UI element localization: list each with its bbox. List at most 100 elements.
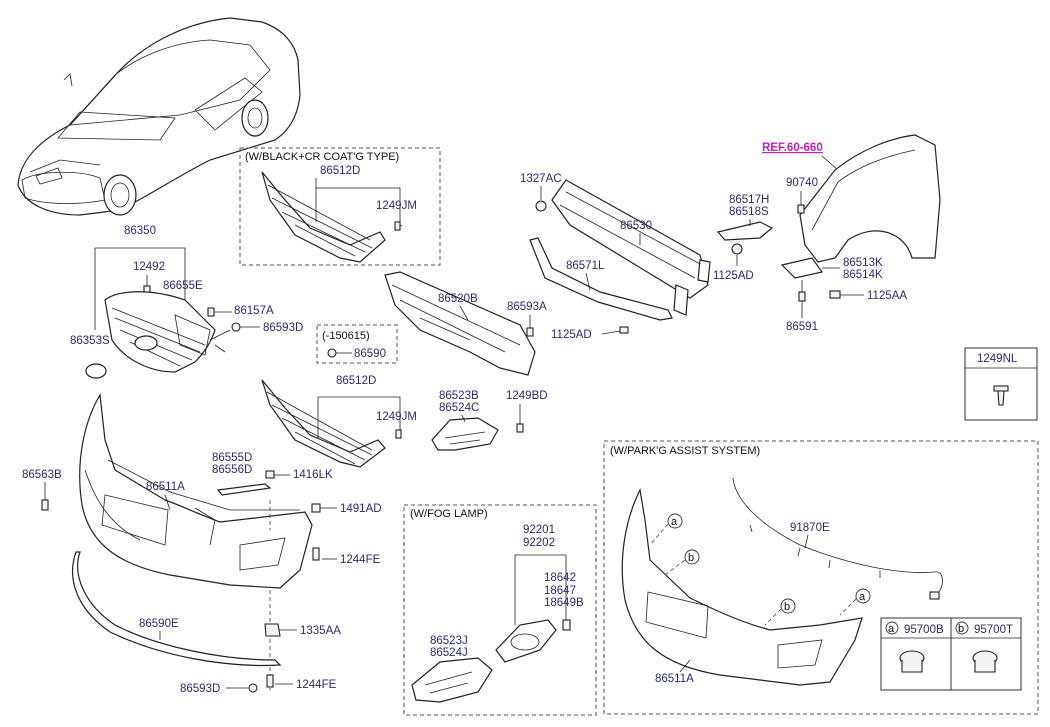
clip-icon: [265, 470, 275, 479]
sensor-b-letter: b: [958, 623, 964, 635]
grille-mesh-lower: [261, 379, 386, 468]
parking-sensor-wiring: [732, 477, 943, 600]
label-1125AD-upper: 1125AD: [713, 270, 754, 282]
rear-bumper-with-sensors: [621, 488, 863, 686]
screw-icon: [798, 291, 806, 302]
label-86556D: 86556D: [212, 464, 252, 476]
side-bracket: [716, 221, 774, 241]
label-86590E: 86590E: [139, 618, 179, 630]
label-1491AD: 1491AD: [340, 503, 382, 515]
bumper-energy-absorber: [384, 271, 536, 376]
box-fog-lamp-title: (W/FOG LAMP): [410, 508, 488, 520]
label-1249JM-lower: 1249JM: [376, 411, 417, 423]
ref-60-660-link[interactable]: REF.60-660: [762, 142, 823, 154]
label-86157A: 86157A: [234, 305, 274, 317]
fog-lamp: [495, 619, 557, 663]
label-86590: 86590: [354, 348, 386, 360]
label-86514K: 86514K: [843, 269, 883, 281]
screw-icon: [993, 385, 1009, 406]
label-1125AD-lower: 1125AD: [551, 329, 592, 341]
label-18642: 18642: [544, 572, 576, 584]
label-86555D: 86555D: [212, 452, 252, 464]
bulb-icon: [562, 619, 571, 631]
front-bumper-beam: [551, 179, 711, 316]
screw-icon: [395, 429, 402, 439]
callout-b-top-letter: b: [688, 552, 694, 564]
label-86350: 86350: [124, 225, 156, 237]
screw-icon: [266, 674, 274, 688]
box-black-cr-coating: [239, 147, 441, 266]
front-bumper-cover: [79, 393, 313, 589]
callout-a-bottom: [855, 588, 871, 604]
label-86593D-lower: 86593D: [180, 683, 220, 695]
radiator-grille: [104, 291, 216, 373]
label-1416LK: 1416LK: [293, 469, 333, 481]
box-black-cr-title: (W/BLACK+CR COAT'G TYPE): [245, 151, 399, 163]
box-fog-lamp: [403, 504, 597, 716]
clip-icon: [231, 322, 241, 332]
screw-icon: [394, 221, 401, 231]
parking-sensor-icon: [899, 650, 925, 673]
label-91870E: 91870E: [790, 522, 830, 534]
parking-sensor-icon: [972, 650, 998, 673]
label-86513K: 86513K: [843, 257, 883, 269]
label-1249JM-upper: 1249JM: [376, 200, 417, 212]
sensor-a-circle: [885, 621, 899, 635]
clip-icon: [41, 499, 49, 511]
label-86523J: 86523J: [430, 635, 468, 647]
label-86512D-upper: 86512D: [320, 165, 360, 177]
chrome-moulding: [216, 483, 272, 496]
label-86524C: 86524C: [439, 402, 479, 414]
label-86593A: 86593A: [507, 301, 547, 313]
box-park-assist-title: (W/PARK'G ASSIST SYSTEM): [610, 445, 760, 457]
box-1249NL: [964, 347, 1038, 421]
sensor-a-letter: a: [888, 623, 895, 635]
label-86591: 86591: [786, 321, 818, 333]
label-18647: 18647: [544, 585, 576, 597]
bumper-lower-lip: [72, 551, 282, 667]
label-86593D-upper: 86593D: [263, 322, 303, 334]
label-86511A-right: 86511A: [655, 673, 694, 685]
nut-icon: [535, 200, 547, 212]
label-1335AA: 1335AA: [300, 625, 341, 637]
label-1244FE-lower: 1244FE: [296, 679, 337, 691]
label-86517H: 86517H: [729, 194, 769, 206]
nut-icon: [731, 243, 743, 255]
clip-icon: [248, 683, 258, 693]
label-86512D-lower: 86512D: [336, 375, 376, 387]
box-park-assist: [603, 440, 1039, 715]
clip-icon: [311, 503, 321, 513]
box-150615: [316, 324, 398, 364]
label-95700B: 95700B: [904, 624, 944, 636]
label-1249BD: 1249BD: [506, 390, 548, 402]
label-1249NL: 1249NL: [977, 353, 1018, 365]
callout-b-top: [684, 549, 700, 565]
emblem-icon: [85, 363, 107, 379]
label-1125AA: 1125AA: [867, 290, 907, 302]
bolt-icon: [619, 326, 629, 334]
label-86353S: 86353S: [70, 335, 110, 347]
screw-icon: [797, 204, 805, 214]
fastener-icon: [526, 327, 534, 337]
lower-stiffener: [529, 237, 673, 321]
label-86518S: 86518S: [729, 206, 769, 218]
label-86524J: 86524J: [430, 647, 468, 659]
label-92201: 92201: [523, 524, 555, 536]
car-illustration: [17, 17, 301, 216]
label-95700T: 95700T: [974, 624, 1013, 636]
fog-lamp-bezel: [411, 657, 493, 703]
label-90740: 90740: [786, 177, 818, 189]
label-86530: 86530: [620, 220, 652, 232]
callout-b-bottom-letter: b: [784, 601, 790, 613]
box-150615-title: (-150615): [322, 330, 370, 342]
callout-a-top-letter: a: [671, 516, 678, 528]
front-fender: [799, 134, 941, 263]
fender-bracket: [780, 257, 824, 279]
fastener-icon: [207, 307, 215, 317]
fog-lamp-cover: [431, 417, 499, 451]
label-12492: 12492: [133, 261, 165, 273]
grille-mesh-upper: [261, 171, 386, 263]
callout-b-bottom: [780, 598, 796, 614]
label-92202: 92202: [523, 537, 555, 549]
